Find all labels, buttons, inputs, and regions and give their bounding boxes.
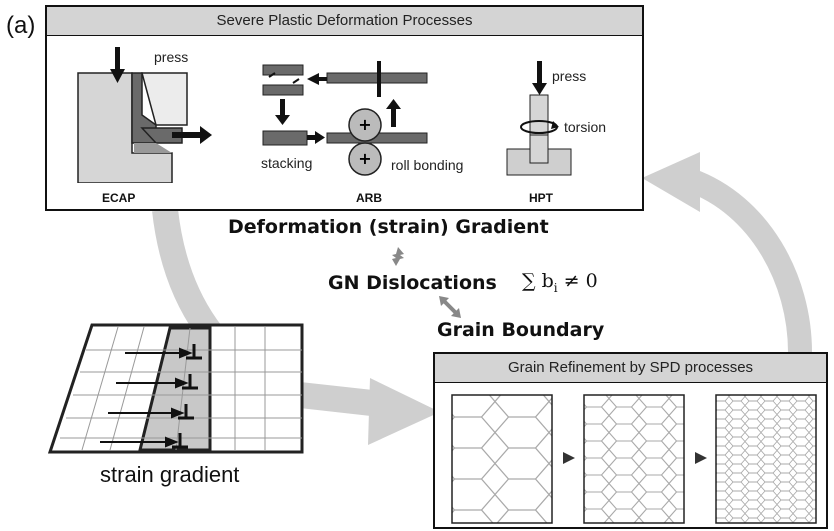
strain-gradient-illustration (47, 323, 304, 454)
grains-coarse (451, 394, 553, 524)
hpt-press-label: press (552, 68, 587, 84)
gn-formula: ∑ bi ≠ 0 (522, 270, 598, 295)
arb-roll-bonding-label: roll bonding (391, 157, 464, 173)
right-arrow-icon (172, 132, 202, 138)
hpt-caption: HPT (529, 191, 553, 205)
hpt-torsion-label: torsion (564, 119, 607, 135)
grains-medium (583, 394, 685, 524)
down-arrow-icon (115, 47, 120, 73)
ecap-caption: ECAP (102, 191, 136, 205)
strain-gradient-caption: strain gradient (100, 462, 240, 487)
dislocation-icon (172, 344, 202, 449)
svg-text:+: + (358, 149, 371, 168)
ecap-diagram (77, 47, 212, 183)
double-arrow-icon (439, 296, 461, 318)
flow-arrow-up (642, 152, 812, 353)
right-arrow-icon (563, 452, 575, 464)
formula-main: ∑ b (522, 270, 554, 292)
grains-fine (715, 394, 817, 524)
ecap-press-label: press (154, 49, 189, 65)
deformation-gradient-label: Deformation (strain) Gradient (228, 216, 549, 238)
spd-processes-panel: Severe Plastic Deformation Processes pre… (45, 5, 644, 211)
grain-refinement-panel: Grain Refinement by SPD processes (433, 352, 828, 529)
arb-diagram: + + (262, 61, 428, 176)
panel-label: (a) (6, 12, 36, 39)
gn-dislocations-label: GN Dislocations (328, 272, 497, 294)
arb-stacking-label: stacking (261, 155, 313, 171)
hpt-diagram (506, 61, 572, 176)
right-arrow-icon (695, 452, 707, 464)
grain-boundary-label: Grain Boundary (437, 319, 605, 341)
refinement-panel-title: Grain Refinement by SPD processes (435, 354, 826, 383)
double-arrow-icon (392, 247, 404, 266)
svg-text:+: + (358, 115, 371, 134)
spd-panel-title: Severe Plastic Deformation Processes (47, 7, 642, 36)
arb-caption: ARB (356, 191, 382, 205)
formula-rest: ≠ 0 (557, 270, 598, 292)
formula-subscript: i (553, 280, 558, 295)
